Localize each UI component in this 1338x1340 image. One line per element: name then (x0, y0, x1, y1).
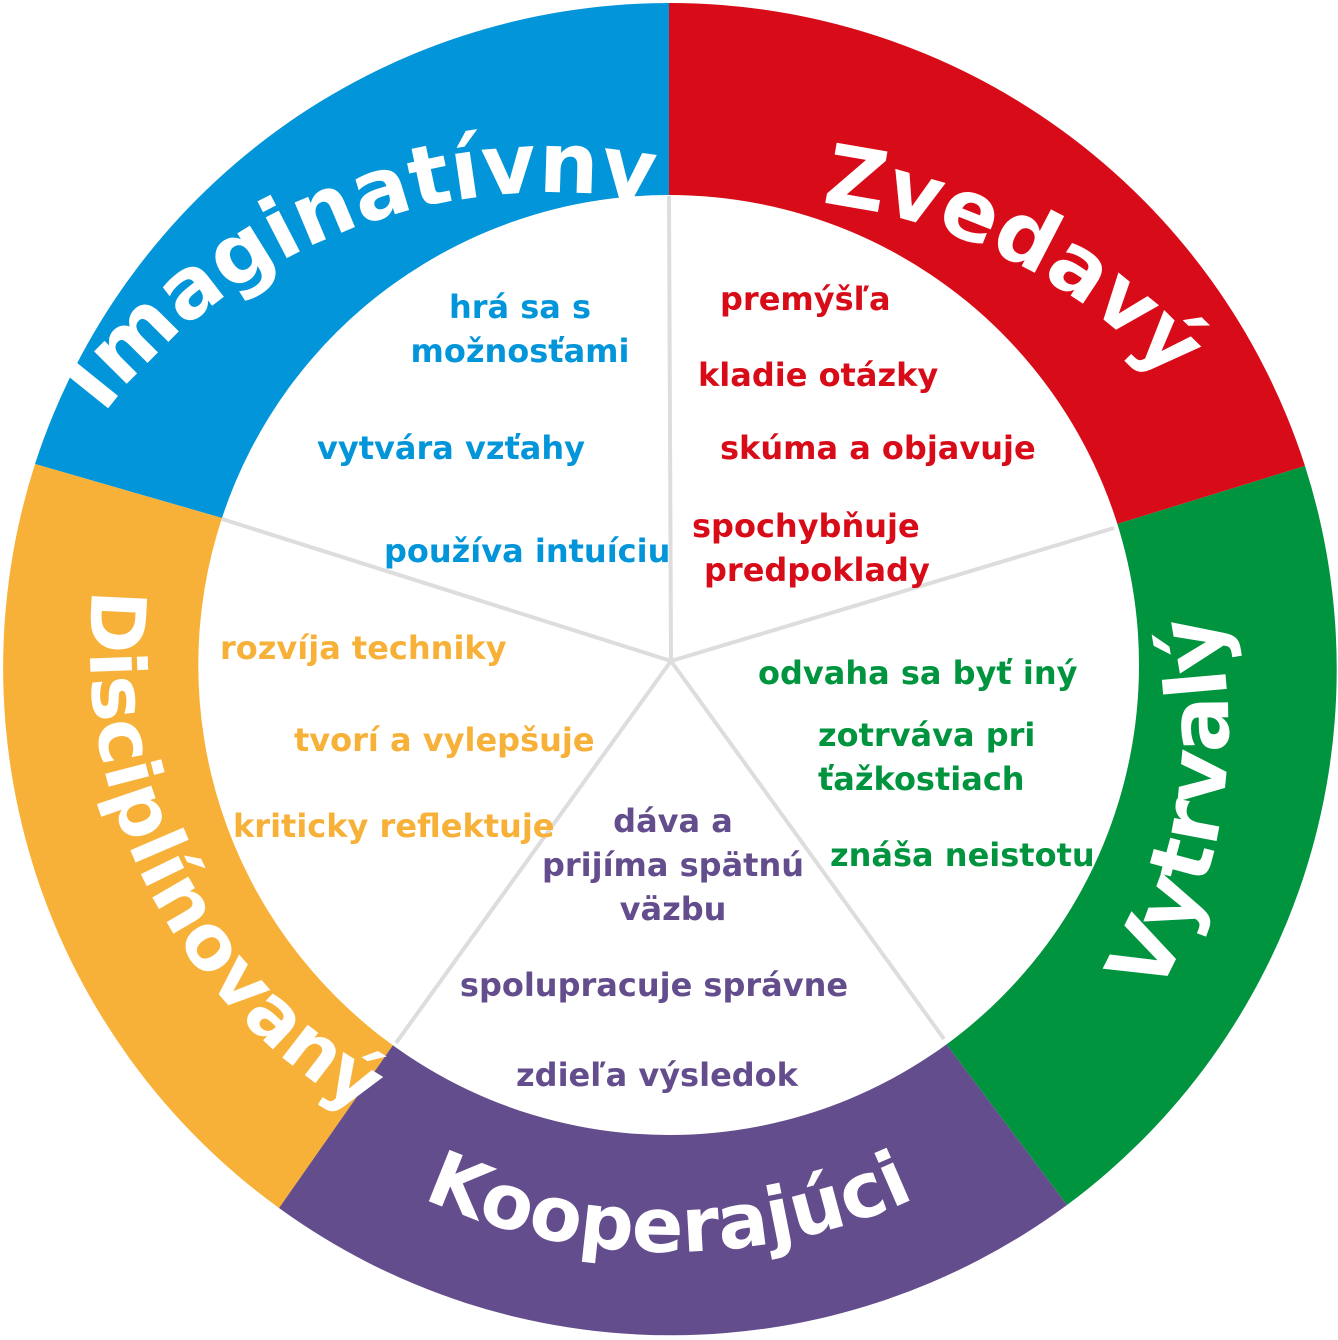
segment-zvedavy-items: premýšľa kladie otázky skúma a objavuje … (692, 280, 1036, 589)
item-zvedavy-3: skúma a objavuje (720, 429, 1036, 467)
segment-vytrvaly-band (944, 466, 1337, 1205)
spoke-left (221, 517, 672, 663)
item-zvedavy-2: kladie otázky (698, 356, 938, 394)
item-kooperajuci-3: zdieľa výsledok (516, 1056, 799, 1094)
spokes (221, 195, 1115, 1045)
item-imaginativny-3: používa intuíciu (384, 532, 670, 570)
item-imaginativny-1: hrá sa s možnosťami (411, 288, 630, 370)
item-disciplinovany-3: kriticky reflektuje (233, 807, 554, 845)
item-zvedavy-4: spochybňuje predpoklady (692, 507, 930, 589)
item-disciplinovany-1: rozvíja techniky (220, 629, 507, 667)
spoke-bottom-right (669, 659, 946, 1041)
segment-disciplinovany-items: rozvíja techniky tvorí a vylepšuje kriti… (220, 629, 595, 845)
segment-zvedavy-band (669, 2, 1305, 525)
item-line: väzbu (620, 890, 727, 928)
item-line: prijíma spätnú (542, 846, 804, 884)
segment-vytrvaly-items: odvaha sa byť iný zotrváva pri ťažkostiac… (758, 654, 1095, 874)
spoke-top (667, 195, 673, 662)
item-line: ťažkostiach (818, 760, 1025, 798)
item-disciplinovany-2: tvorí a vylepšuje (294, 721, 595, 759)
item-vytrvaly-2: zotrváva pri ťažkostiach (818, 716, 1035, 798)
item-kooperajuci-2: spolupracuje správne (460, 966, 848, 1004)
segment-imaginativny-band (35, 3, 669, 518)
item-line: predpoklady (704, 551, 930, 589)
item-line: spochybňuje (692, 507, 920, 545)
segment-imaginativny-items: hrá sa s možnosťami vytvára vzťahy použív… (317, 288, 670, 570)
item-vytrvaly-1: odvaha sa byť iný (758, 654, 1078, 692)
item-imaginativny-2: vytvára vzťahy (317, 429, 585, 467)
spoke-right (670, 526, 1115, 663)
segment-kooperajuci-items: dáva a prijíma spätnú väzbu spolupracuje s… (460, 802, 848, 1094)
item-kooperajuci-1: dáva a prijíma spätnú väzbu (542, 802, 804, 928)
item-vytrvaly-3: znáša neistotu (830, 836, 1095, 874)
item-zvedavy-1: premýšľa (720, 280, 891, 318)
item-line: dáva a (613, 802, 733, 840)
segment-kooperajuci-band (279, 1041, 1067, 1336)
item-line: možnosťami (411, 332, 630, 370)
item-line: zotrváva pri (818, 716, 1035, 754)
segment-disciplinovany-band (3, 464, 394, 1208)
spoke-bottom-left (394, 659, 673, 1045)
item-line: hrá sa s (449, 288, 591, 326)
